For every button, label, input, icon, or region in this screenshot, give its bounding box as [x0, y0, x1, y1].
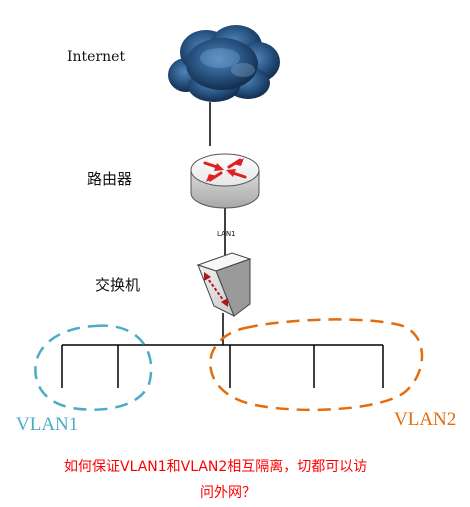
- router-label: 路由器: [87, 170, 132, 188]
- switch-label: 交换机: [95, 276, 140, 294]
- router-icon: [190, 153, 260, 209]
- internet-label: Internet: [67, 49, 125, 65]
- vlan2-boundary: [209, 318, 424, 412]
- question-line-2: 问外网？: [200, 485, 256, 501]
- question-line-1: 如何保证VLAN1和VLAN2相互隔离，切都可以访: [64, 458, 367, 475]
- vlan2-label: VLAN2: [394, 409, 456, 430]
- vlan1-label: VLAN1: [16, 414, 78, 435]
- lan-bus: [61, 344, 384, 388]
- lan-port-label: LAN1: [217, 230, 236, 238]
- vlan1-boundary: [34, 324, 153, 411]
- switch-icon: [196, 252, 252, 318]
- cloud-icon: [168, 25, 280, 102]
